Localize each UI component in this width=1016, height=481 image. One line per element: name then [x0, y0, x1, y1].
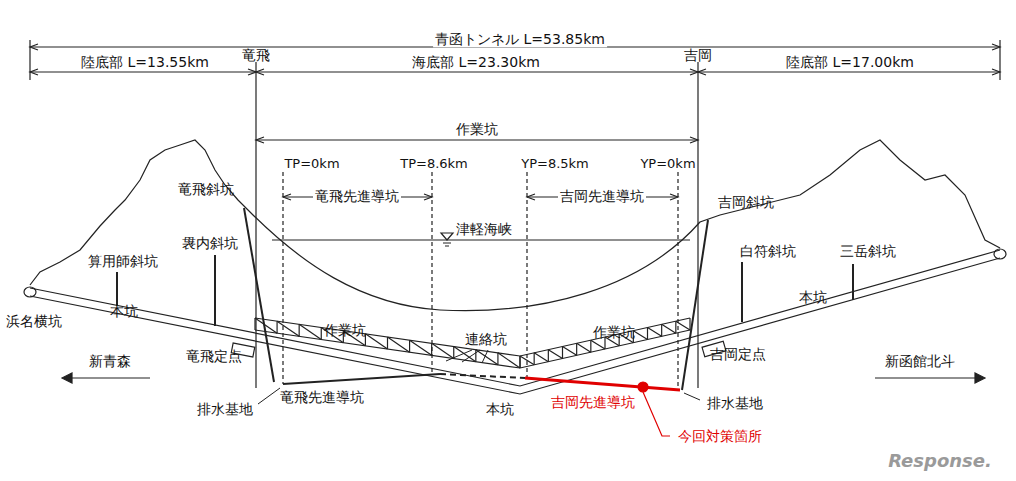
- lattice-stroke: [662, 324, 676, 333]
- lattice-stroke: [254, 318, 255, 330]
- direction-label: 新函館北斗: [883, 354, 957, 369]
- lattice-stroke: [519, 356, 520, 368]
- place-name: 竜飛: [240, 48, 272, 63]
- tunnel-label: 作業坑: [322, 323, 368, 338]
- facility-label: 排水基地: [195, 402, 255, 417]
- station-mark: YP=0km: [638, 157, 697, 171]
- target-marker: [638, 382, 648, 392]
- shaft-label: 白符斜坑: [738, 244, 798, 259]
- lattice-stroke: [647, 328, 648, 340]
- lattice-stroke: [453, 347, 454, 359]
- lattice-stroke: [689, 318, 690, 330]
- lattice-stroke: [475, 350, 476, 362]
- dimension-label: 海底部 L=23.30km: [410, 55, 542, 70]
- lattice-stroke: [534, 353, 535, 365]
- tunnel-label: 作業坑: [591, 325, 637, 340]
- dimension-label: 作業坑: [454, 122, 500, 137]
- lattice-stroke: [410, 340, 432, 355]
- lattice-stroke: [661, 324, 662, 336]
- lattice-stroke: [548, 350, 549, 362]
- shaft-label: 竜飛斜坑: [176, 182, 236, 197]
- lattice-stroke: [648, 328, 662, 337]
- lattice-stroke: [548, 350, 562, 359]
- shaft-label: 袰内斜坑: [180, 236, 240, 251]
- tunnel-label: 吉岡先進導坑: [549, 395, 637, 410]
- facility-label: 排水基地: [705, 396, 765, 411]
- lattice-stroke: [520, 356, 534, 365]
- lattice-stroke: [431, 343, 432, 355]
- lattice-stroke: [576, 343, 577, 355]
- dimension-label: 陸底部 L=13.55km: [79, 55, 211, 70]
- dimension-label: 青函トンネル L=53.85km: [433, 32, 607, 47]
- lattice-stroke: [633, 331, 647, 340]
- lattice-stroke: [534, 353, 548, 362]
- direction-label: 新青森: [87, 354, 133, 369]
- lattice-stroke: [277, 321, 299, 336]
- dimension-label: 陸底部 L=17.00km: [784, 55, 916, 70]
- lattice-stroke: [591, 340, 605, 349]
- main-tunnel: [24, 249, 1006, 394]
- adit-label: 浜名横坑: [4, 314, 64, 329]
- pilot-tunnel: [283, 374, 440, 384]
- station-mark: TP=8.6km: [398, 157, 470, 171]
- lattice-stroke: [563, 347, 577, 356]
- station-mark: YP=8.5km: [519, 157, 591, 171]
- tunnel-label: 本坑: [797, 290, 829, 305]
- lattice-stroke: [299, 324, 321, 339]
- lattice-stroke: [519, 356, 520, 368]
- lattice-stroke: [255, 318, 277, 333]
- lattice-stroke: [299, 324, 300, 336]
- lattice-stroke: [675, 321, 676, 333]
- water-symbol: [441, 233, 453, 246]
- fixed-point-label: 吉岡定点: [708, 347, 768, 362]
- station-mark: TP=0km: [282, 157, 341, 171]
- lattice-stroke: [321, 328, 322, 340]
- lattice-stroke: [409, 340, 410, 352]
- work-tunnel: [255, 318, 690, 368]
- strait-label: 津軽海峡: [454, 222, 514, 237]
- tunnel-label: 竜飛先進導坑: [278, 390, 366, 405]
- lattice-stroke: [454, 347, 476, 362]
- tunnel-label: 本坑: [108, 304, 140, 319]
- pilot-tunnel-dashed: [440, 374, 525, 378]
- shaft-label: 吉岡斜坑: [716, 195, 776, 210]
- lattice-stroke: [365, 334, 387, 349]
- lattice-stroke: [388, 337, 410, 352]
- lattice-stroke: [676, 321, 690, 330]
- shaft-label: 算用師斜坑: [86, 254, 160, 269]
- lattice-stroke: [562, 347, 563, 359]
- terrain-profile: [30, 140, 1000, 311]
- lattice-stroke: [497, 353, 498, 365]
- sea-surface: [272, 239, 690, 240]
- target-leader: [643, 392, 670, 436]
- lattice-stroke: [432, 343, 454, 358]
- dimension-label: 吉岡先進導坑: [558, 189, 646, 204]
- dimension-lines: [30, 40, 1000, 390]
- dimension-label: 竜飛先進導坑: [313, 189, 401, 204]
- lattice-stroke: [476, 350, 498, 365]
- watermark: Response.: [886, 451, 994, 471]
- tunnel-label: 連絡坑: [463, 332, 509, 347]
- lattice-stroke: [387, 337, 388, 349]
- fixed-point-label: 竜飛定点: [184, 349, 244, 364]
- direction-arrow: [62, 373, 150, 383]
- place-name: 吉岡: [682, 48, 714, 63]
- lattice-stroke: [590, 340, 591, 352]
- shaft-label: 三岳斜坑: [838, 244, 898, 259]
- lattice-stroke: [498, 353, 520, 368]
- lattice-stroke: [276, 321, 277, 333]
- lattice-stroke: [577, 343, 591, 352]
- tunnel-label: 本坑: [484, 402, 516, 417]
- callout-label: 今回対策箇所: [676, 429, 764, 444]
- pilot-tunnel-red: [525, 378, 680, 390]
- direction-arrow: [875, 373, 985, 383]
- shafts: [117, 208, 853, 390]
